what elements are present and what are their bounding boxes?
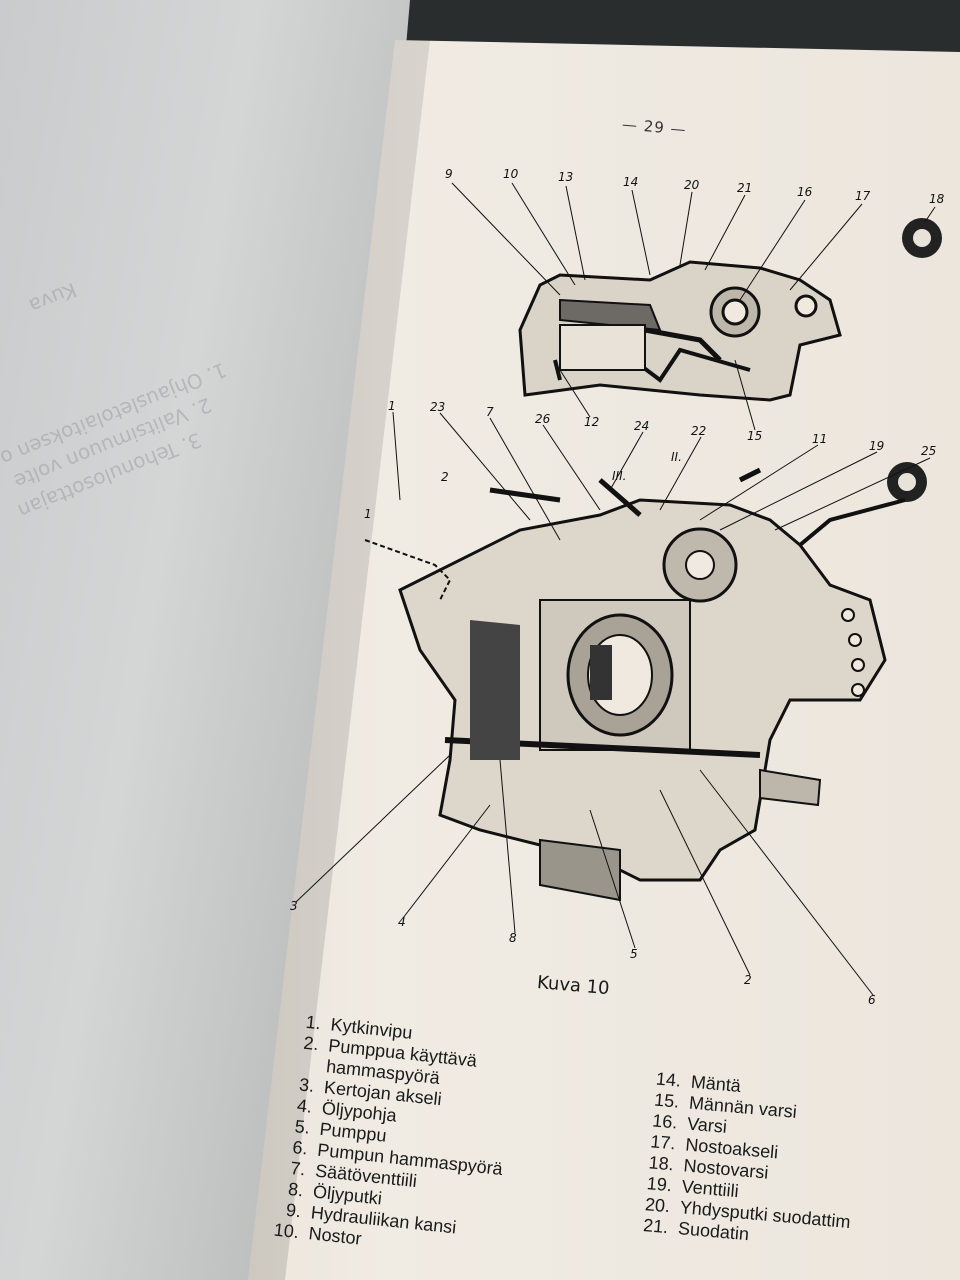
legend-left: 1.Kytkinvipu 2.Pumppua käyttävä hammaspy… xyxy=(266,1010,517,1264)
callout-9: 9 xyxy=(445,167,453,181)
callout-1-upper: 1 xyxy=(364,507,372,521)
callout-15: 15 xyxy=(747,429,762,443)
callout-1: 1 xyxy=(388,399,396,413)
callout-20: 20 xyxy=(684,178,700,192)
legend-right: 14.Mäntä 15.Männän varsi 16.Varsi 17.Nos… xyxy=(635,1068,862,1254)
upper-cross-section xyxy=(518,260,842,402)
callout-24: 24 xyxy=(634,419,649,433)
upper-callouts: 9 10 13 14 20 21 16 17 18 12 15 xyxy=(445,167,945,443)
callout-7: 7 xyxy=(486,405,494,419)
callout-22: 22 xyxy=(691,424,706,438)
callout-18: 18 xyxy=(929,192,945,206)
callout-13: 13 xyxy=(558,170,573,184)
callout-8: 8 xyxy=(509,931,517,945)
callout-25: 25 xyxy=(921,444,936,458)
callout-11: 11 xyxy=(812,432,827,446)
callout-26: 26 xyxy=(535,412,551,426)
lower-cross-section xyxy=(364,467,887,902)
callout-2-upper: 2 xyxy=(441,470,449,484)
callout-17: 17 xyxy=(855,189,871,203)
callout-21: 21 xyxy=(737,181,752,195)
callout-3: 3 xyxy=(290,899,298,913)
callout-II: II. xyxy=(671,450,682,464)
callout-III: III. xyxy=(612,469,626,483)
callout-12: 12 xyxy=(584,415,599,429)
callout-19: 19 xyxy=(869,439,884,453)
leader-lines xyxy=(295,182,936,996)
callout-5: 5 xyxy=(630,947,638,961)
callout-2: 2 xyxy=(744,973,752,987)
callout-4: 4 xyxy=(398,915,406,929)
lower-callouts: 1 23 7 26 24 22 11 19 25 2 1 III. II. 3 … xyxy=(290,399,936,1007)
callout-14: 14 xyxy=(623,175,638,189)
callout-10: 10 xyxy=(503,167,519,181)
callout-6: 6 xyxy=(868,993,876,1007)
callout-23: 23 xyxy=(430,400,445,414)
callout-16: 16 xyxy=(797,185,813,199)
